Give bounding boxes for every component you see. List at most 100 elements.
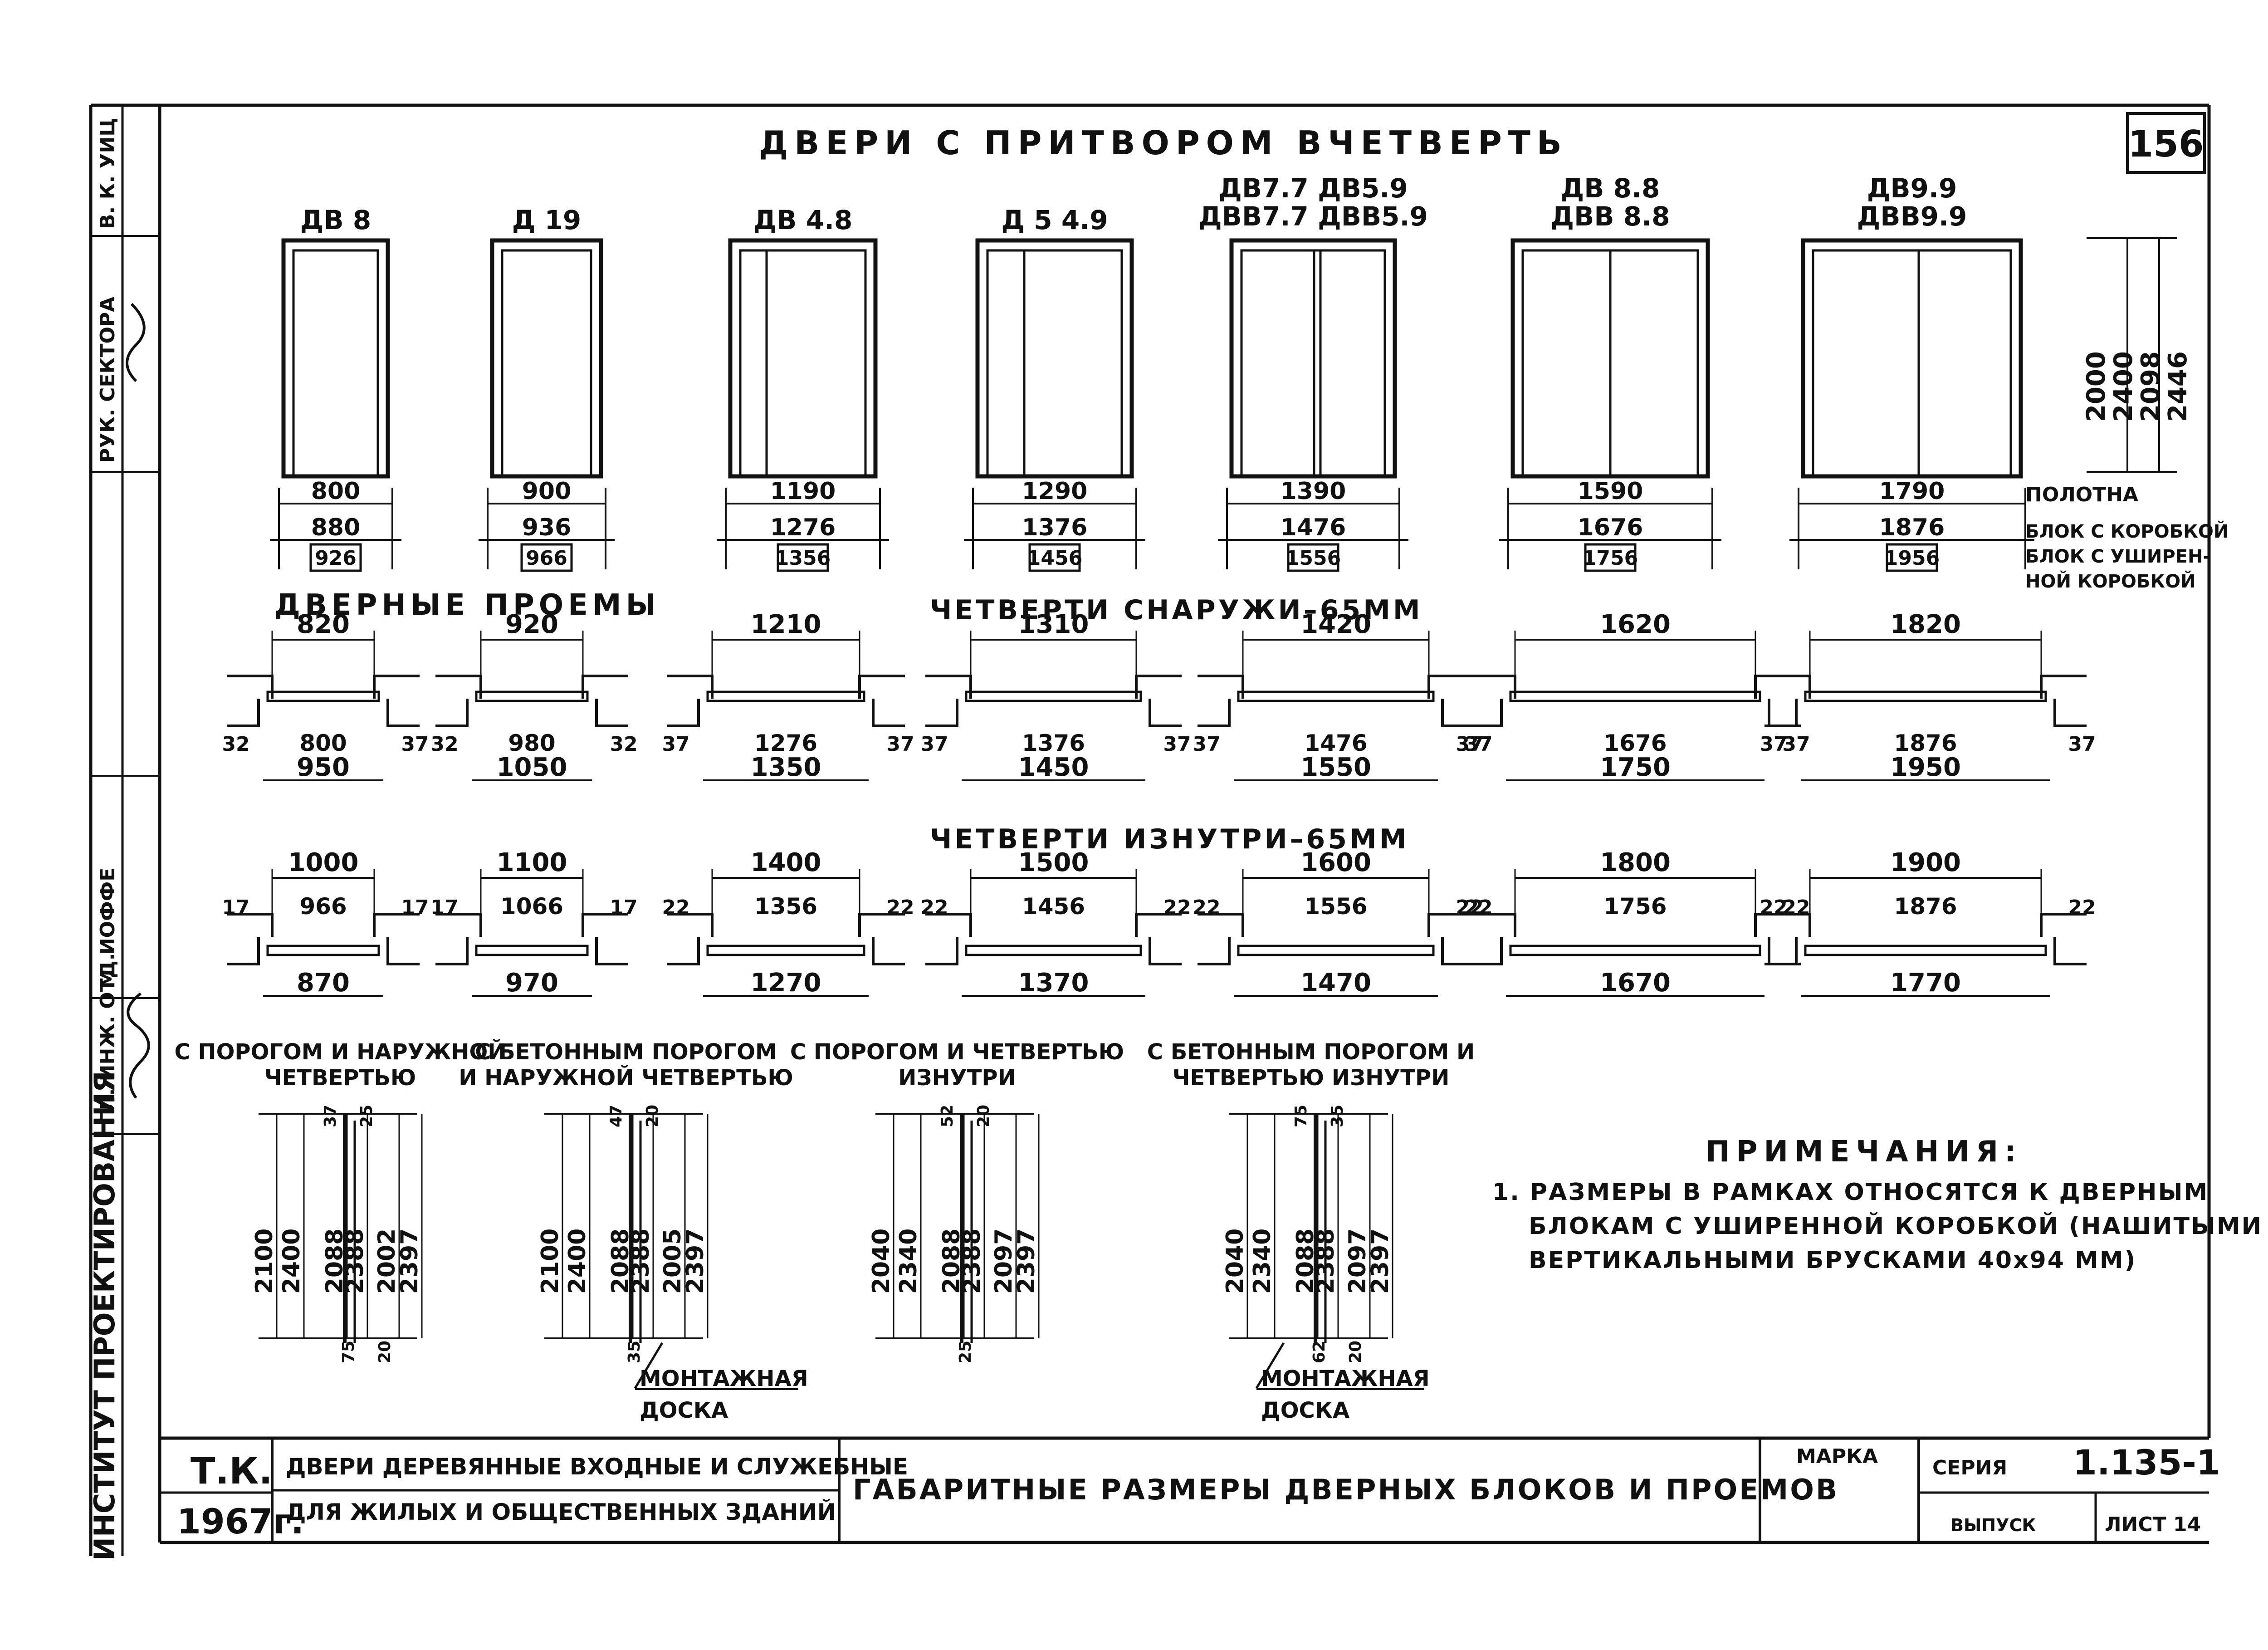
dim-left: 37 xyxy=(1193,733,1220,756)
width-block: 1876 xyxy=(1879,514,1945,541)
sheet-label: ЛИСТ 14 xyxy=(2105,1513,2201,1536)
dim-top: 1000 xyxy=(288,848,359,877)
wall-outline xyxy=(925,913,1182,965)
door-mark: ДВ7.7 ДВ5.9 xyxy=(1218,173,1408,204)
width-wide: 1956 xyxy=(1884,547,1940,570)
dim-mid: 1556 xyxy=(1304,893,1367,920)
height-2400: 2400 xyxy=(2109,351,2138,422)
width-wide: 1556 xyxy=(1286,547,1341,570)
height-2098: 2098 xyxy=(2136,351,2165,422)
dim-mid: 1476 xyxy=(1304,730,1367,756)
dim-top: 1400 xyxy=(751,848,821,877)
width-wide: 1456 xyxy=(1027,547,1082,570)
section-dim: 2340 xyxy=(1249,1229,1276,1294)
door-outer-frame xyxy=(490,238,603,479)
door-leaf-outline xyxy=(501,249,592,478)
section-dim: 2388 xyxy=(1312,1229,1339,1294)
note-line-3: ВЕРТИКАЛЬНЫМИ БРУСКАМИ 40х94 ММ) xyxy=(1529,1247,2136,1274)
width-block: 880 xyxy=(311,514,361,541)
section-inside-subtitle: ЧЕТВЕРТИ ИЗНУТРИ–65ММ xyxy=(930,823,1409,855)
issue-label: ВЫПУСК xyxy=(1950,1515,2036,1535)
door-mark: ДВ 8.8 xyxy=(1561,173,1660,204)
dim-right: 37 xyxy=(1782,733,1810,756)
section-small-dim: 47 xyxy=(607,1105,626,1127)
width-wide-box xyxy=(520,543,573,572)
section-dim: 2005 xyxy=(659,1229,686,1294)
dim-mid: 1276 xyxy=(754,730,817,756)
year-label: 1967г. xyxy=(177,1501,304,1542)
section-caption-line-1: С ПОРОГОМ И НАРУЖНОЙ xyxy=(174,1039,506,1065)
height-2000: 2000 xyxy=(2082,351,2111,422)
section-caption-line-2: И НАРУЖНОЙ ЧЕТВЕРТЬЮ xyxy=(459,1065,793,1091)
mounting-board-label-2: МОНТАЖНАЯ ДОСКА xyxy=(1255,1342,1430,1423)
section-small-dim: 62 xyxy=(1310,1341,1329,1363)
dim-mid: 1066 xyxy=(500,893,563,920)
width-leaf: 1790 xyxy=(1879,478,1945,505)
door-leaf-plan xyxy=(706,690,865,702)
dim-bottom: 1950 xyxy=(1890,753,1961,782)
legend-wide-2: НОЙ КОРОБКОЙ xyxy=(2025,570,2196,592)
dim-right: 22 xyxy=(886,896,914,919)
dim-bottom: 1270 xyxy=(751,968,821,998)
wall-outline xyxy=(435,913,628,965)
section-dim: 2100 xyxy=(537,1229,564,1294)
dim-right: 37 xyxy=(1456,733,1483,756)
note-line-1: 1. РАЗМЕРЫ В РАМКАХ ОТНОСЯТСЯ К ДВЕРНЫМ xyxy=(1492,1179,2209,1206)
dim-right: 22 xyxy=(1163,896,1191,919)
section-dim: 2040 xyxy=(868,1229,895,1294)
corner-number: 156 xyxy=(2128,123,2204,165)
door-leaf-outline xyxy=(986,249,1123,478)
dim-bottom: 1670 xyxy=(1600,968,1671,998)
stamp-chief-engineer: ГЛ. ИНЖ. ОТД. xyxy=(96,953,119,1125)
door-leaf-plan xyxy=(965,945,1142,956)
dim-bottom: 970 xyxy=(505,968,558,998)
dim-bottom: 1550 xyxy=(1300,753,1371,782)
width-leaf: 800 xyxy=(311,478,361,505)
door-leaf-plan xyxy=(1804,690,2047,702)
notes-title: ПРИМЕЧАНИЯ: xyxy=(1706,1135,2023,1169)
dim-top: 1820 xyxy=(1890,610,1961,639)
width-block: 936 xyxy=(522,514,572,541)
door-leaf-outline xyxy=(292,249,379,478)
drawing-title: ДВЕРИ С ПРИТВОРОМ ВЧЕТВЕРТЬ xyxy=(759,124,1568,162)
dim-right: 37 xyxy=(2068,733,2096,756)
legend-wide-1: БЛОК С УШИРЕН- xyxy=(2025,546,2210,567)
dim-mid: 1876 xyxy=(1894,730,1957,756)
sheet-frame xyxy=(89,103,2211,1556)
door-mark: ДВ 4.8 xyxy=(753,205,853,235)
section-small-dim: 20 xyxy=(974,1105,993,1127)
section-dim: 2100 xyxy=(251,1229,278,1294)
series-value: 1.135-1 xyxy=(2073,1442,2220,1483)
svg-text:МОНТАЖНАЯ: МОНТАЖНАЯ xyxy=(640,1366,808,1391)
stamp-institute: ИНСТИТУТ ПРОЕКТИРОВАНИЯ xyxy=(88,1071,121,1561)
section-dim: 2088 xyxy=(607,1229,634,1294)
section-dim: 2397 xyxy=(1013,1229,1040,1294)
door-mark: ДВ 8 xyxy=(300,205,371,235)
dim-right: 22 xyxy=(2068,896,2096,919)
section-small-dim: 75 xyxy=(339,1341,358,1363)
stamp-signature-2 xyxy=(126,303,146,382)
svg-text:ДОСКА: ДОСКА xyxy=(640,1398,728,1423)
legend: ПОЛОТНА БЛОК С КОРОБКОЙ БЛОК С УШИРЕН- Н… xyxy=(2025,483,2229,592)
dim-mid: 966 xyxy=(299,893,347,920)
door-outer-frame xyxy=(975,238,1134,479)
marka-label: МАРКА xyxy=(1796,1445,1878,1468)
dim-top: 1600 xyxy=(1300,848,1371,877)
door-leaf-plan xyxy=(1237,690,1435,702)
section-dim: 2040 xyxy=(1222,1229,1249,1294)
dim-left: 37 xyxy=(920,733,948,756)
section-small-dim: 52 xyxy=(938,1105,957,1127)
dim-mid: 1356 xyxy=(754,893,817,920)
dim-left: 22 xyxy=(1465,896,1492,919)
